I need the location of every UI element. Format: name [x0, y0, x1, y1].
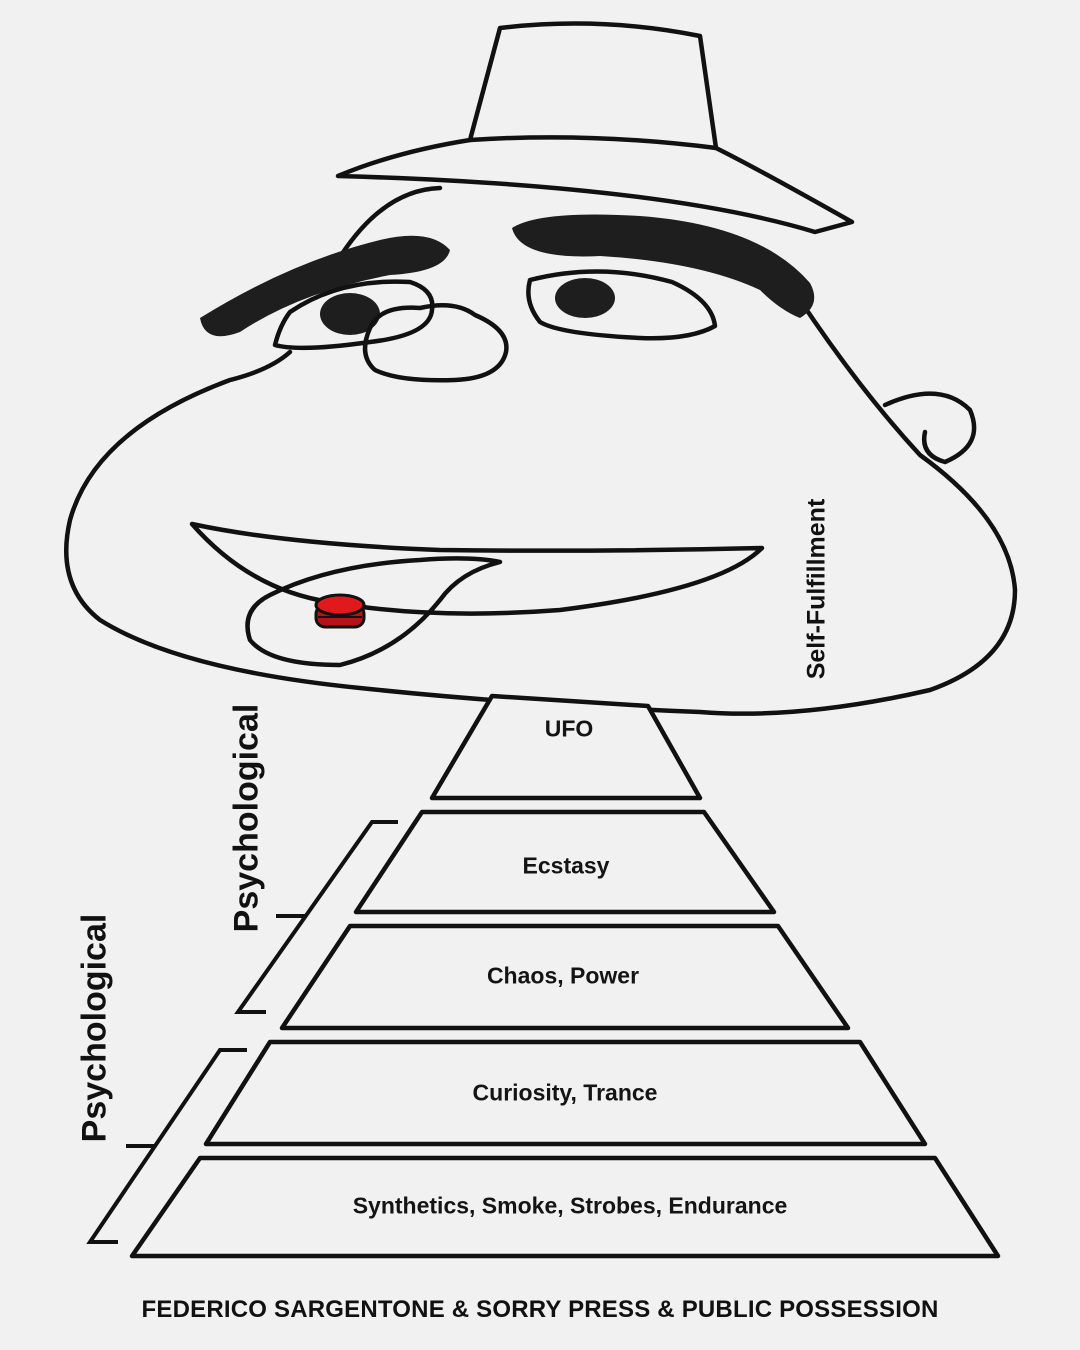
- tier-synthetics: [129, 1155, 1001, 1259]
- footer-credit: FEDERICO SARGENTONE & SORRY PRESS & PUBL…: [141, 1296, 939, 1323]
- tier-label-chaos-power: Chaos, Power: [486, 962, 640, 989]
- tier-label-curiosity-trance: Curiosity, Trance: [472, 1079, 658, 1106]
- tier-label-ecstasy: Ecstasy: [522, 852, 610, 879]
- hat-illustration: [335, 21, 855, 235]
- tier-ufo: [429, 693, 703, 801]
- tier-curiosity-trance: [203, 1039, 928, 1147]
- tier-label-synthetics: Synthetics, Smoke, Strobes, Endurance: [352, 1192, 788, 1219]
- face-illustration: [64, 185, 1018, 716]
- side-label-self-fulfillment: Self-Fulfillment: [802, 498, 831, 680]
- side-label-psychological-upper: Psychological: [227, 703, 266, 933]
- tier-ecstasy: [353, 809, 777, 915]
- tier-label-ufo: UFO: [544, 715, 594, 742]
- side-label-psychological-lower: Psychological: [75, 913, 114, 1143]
- pyramid: [129, 693, 1001, 1259]
- pill-illustration: [314, 593, 366, 629]
- tier-chaos-power: [279, 923, 851, 1031]
